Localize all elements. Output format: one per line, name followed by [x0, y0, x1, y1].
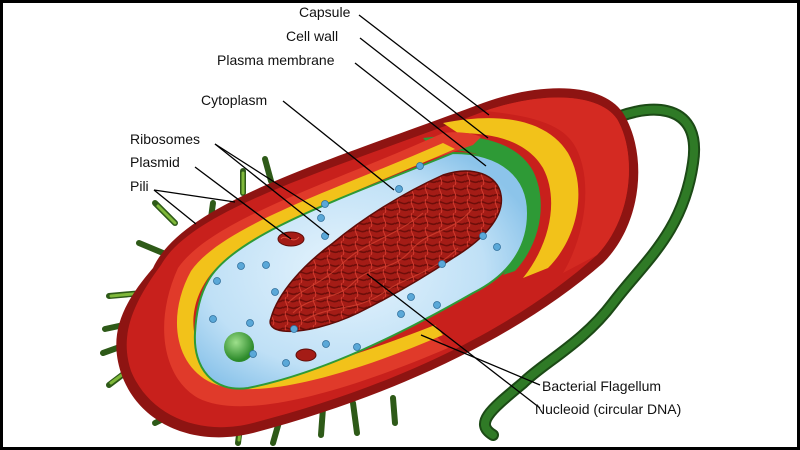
label-pili: Pili [130, 178, 149, 194]
label-bacterial-flagellum: Bacterial Flagellum [542, 378, 662, 394]
label-nucleoid: Nucleoid (circular DNA) [535, 401, 682, 417]
label-cell-wall: Cell wall [286, 28, 339, 44]
label-ribosomes: Ribosomes [130, 131, 201, 147]
label-cytoplasm: Cytoplasm [201, 92, 268, 108]
leader-lines [153, 14, 541, 409]
ribosomes-group [209, 162, 501, 367]
bacterium-diagram [100, 14, 701, 446]
inclusion-granule [224, 332, 254, 362]
plasmid-shape [277, 231, 317, 362]
nucleoid-shape [269, 170, 503, 333]
label-capsule: Capsule [299, 4, 351, 20]
label-plasma-membrane: Plasma membrane [217, 52, 335, 68]
cell-wall-shape [443, 118, 579, 278]
label-plasmid: Plasmid [130, 154, 180, 170]
